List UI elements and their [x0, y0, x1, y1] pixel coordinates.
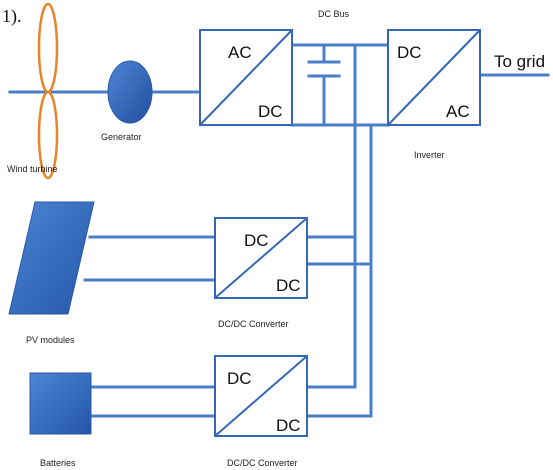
battery-converter-diagonal — [214, 355, 308, 437]
corner-text: 1). — [2, 6, 22, 27]
generator-icon — [107, 60, 153, 124]
pv-module-icon — [8, 201, 95, 315]
battery-converter-bottom-label: DC — [276, 416, 301, 435]
inverter-block: DC AC — [387, 29, 481, 126]
wiring — [8, 43, 550, 418]
pv-converter-label: DC/DC Converter — [218, 319, 289, 329]
rectifier-block: AC DC — [199, 29, 293, 126]
batteries-label: Batteries — [40, 458, 76, 468]
battery-converter-top-label: DC — [227, 369, 252, 388]
inverter-top-label: DC — [397, 43, 422, 62]
pv-converter-diagonal — [214, 217, 308, 299]
inverter-label: Inverter — [414, 150, 445, 160]
inverter-diagonal — [387, 29, 481, 126]
pv-modules-label: PV modules — [26, 335, 75, 345]
rectifier-top-label: AC — [228, 43, 252, 62]
battery-converter-block: DC DC — [214, 355, 308, 437]
pv-converter-top-label: DC — [244, 231, 269, 250]
inverter-bottom-label: AC — [446, 102, 470, 121]
wind-turbine-label: Wind turbine — [7, 164, 58, 174]
rectifier-diagonal — [199, 29, 293, 126]
to-grid-label: To grid — [494, 52, 545, 71]
dc-bus-label: DC Bus — [318, 9, 350, 19]
pv-converter-block: DC DC — [214, 217, 308, 299]
turbine-blade-bottom — [37, 90, 59, 180]
battery-converter-label: DC/DC Converter — [227, 458, 298, 468]
generator-label: Generator — [101, 132, 142, 142]
turbine-blade-top — [37, 2, 59, 94]
wind-turbine-icon — [37, 2, 59, 180]
battery-icon — [29, 372, 92, 435]
pv-converter-bottom-label: DC — [276, 276, 301, 295]
rectifier-bottom-label: DC — [258, 102, 283, 121]
